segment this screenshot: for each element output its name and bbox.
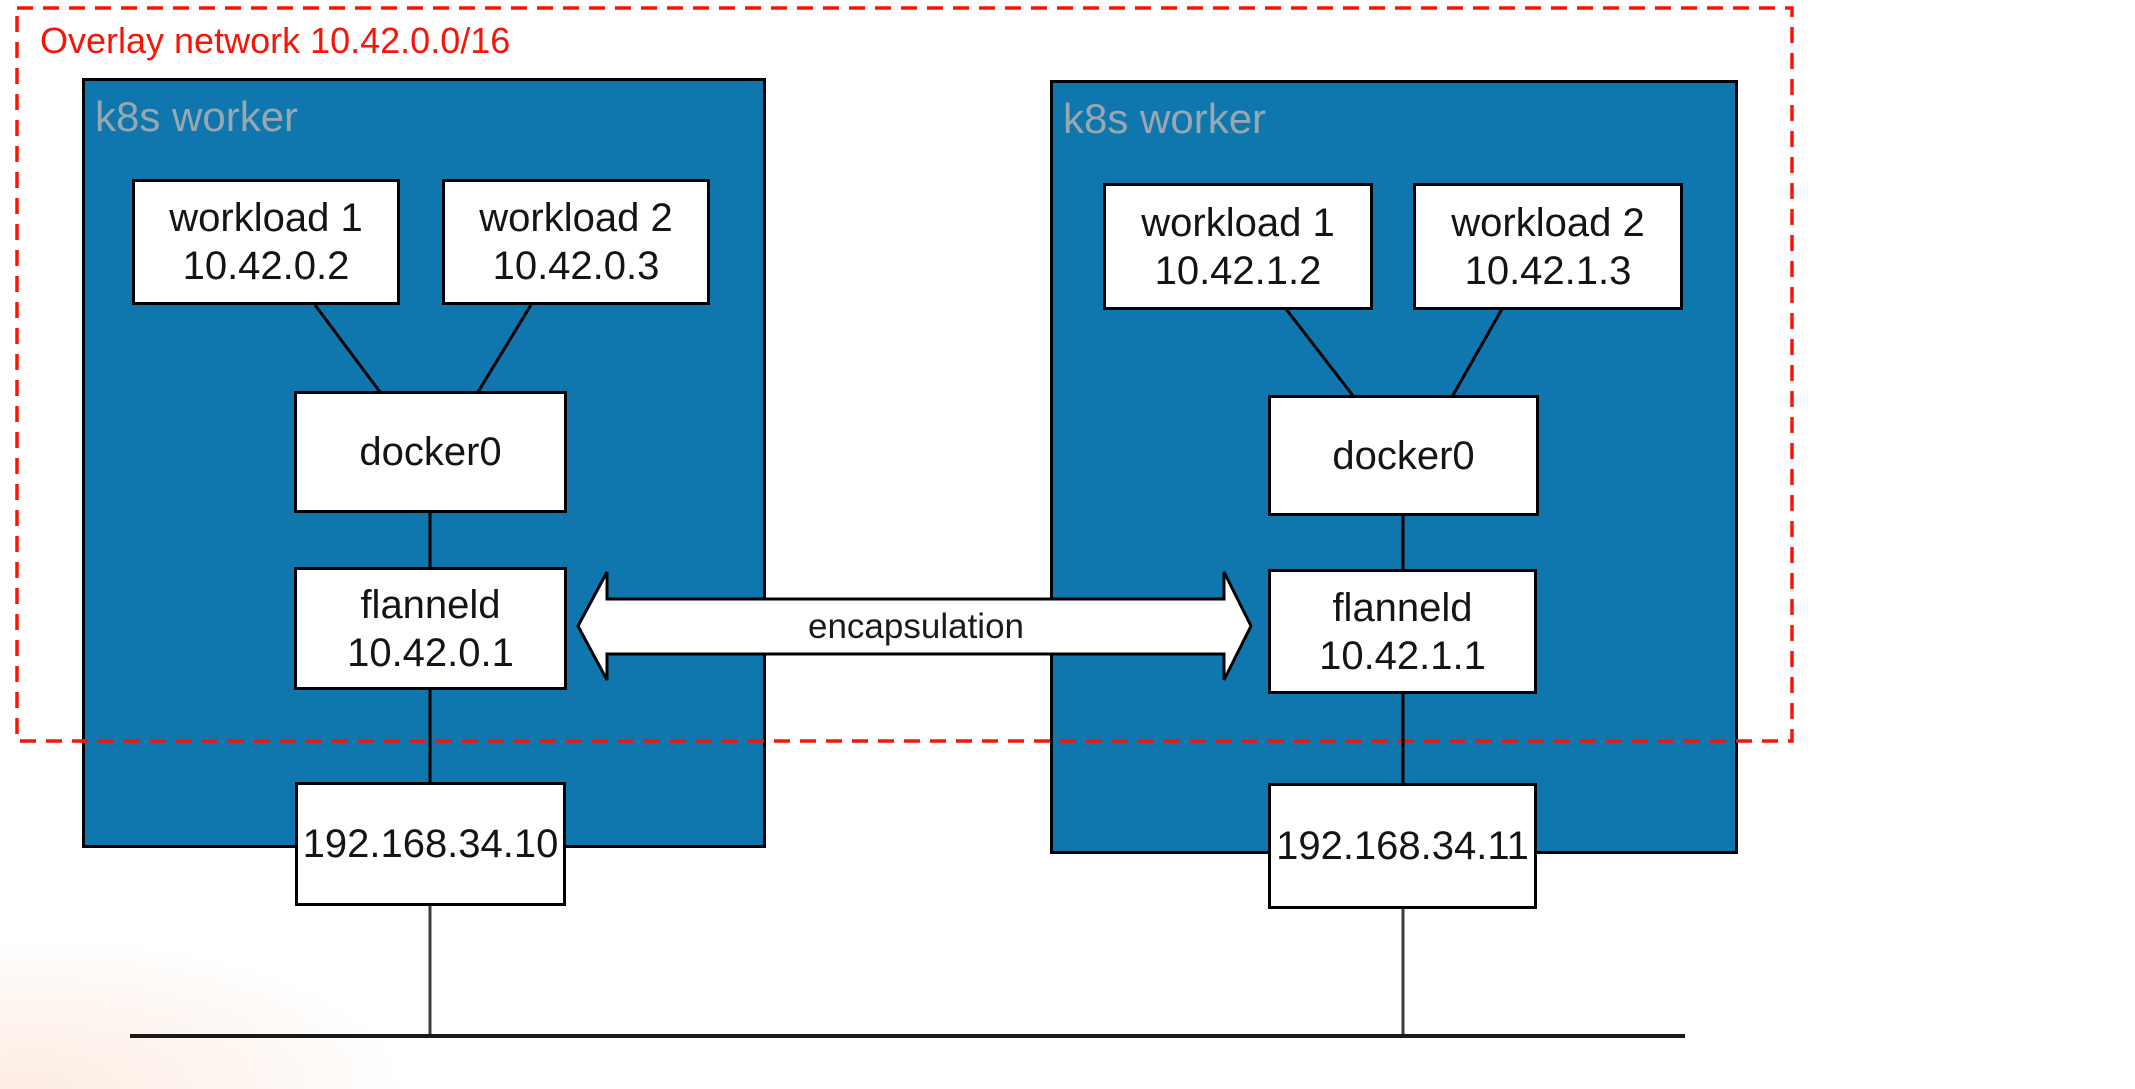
node-name: workload 1	[1141, 200, 1335, 245]
node-ip: 192.168.34.10	[302, 822, 559, 866]
node-ip: 10.42.1.1	[1319, 633, 1486, 678]
node-name: workload 2	[479, 196, 673, 240]
node-name: workload 1	[169, 196, 363, 240]
worker-label: k8s worker	[1063, 95, 1267, 142]
flanneld-box-left: flanneld 10.42.0.1	[294, 567, 567, 690]
node-ip: 10.42.1.3	[1464, 248, 1632, 293]
node-ip: 10.42.1.2	[1154, 248, 1322, 293]
node-name: flanneld	[360, 582, 501, 627]
workload-1-box-right: workload 1 10.42.1.2	[1103, 183, 1373, 310]
node-name: workload 2	[1451, 200, 1645, 245]
node-ip: 10.42.0.3	[492, 244, 660, 288]
node-name: docker0	[1332, 433, 1475, 478]
node-ip: 10.42.0.1	[347, 630, 514, 675]
node-ip: 192.168.34.11	[1276, 824, 1529, 868]
flanneld-box-right: flanneld 10.42.1.1	[1268, 569, 1537, 694]
docker0-box-left: docker0	[294, 391, 567, 513]
encapsulation-label: encapsulation	[808, 606, 1024, 646]
node-ip: 10.42.0.2	[182, 244, 350, 288]
node-name: flanneld	[1332, 585, 1473, 630]
workload-2-box-left: workload 2 10.42.0.3	[442, 179, 710, 305]
host-ip-box-right: 192.168.34.11	[1268, 783, 1537, 909]
node-name: docker0	[359, 430, 502, 474]
host-ip-box-left: 192.168.34.10	[295, 782, 566, 906]
worker-label: k8s worker	[95, 93, 299, 140]
workload-2-box-right: workload 2 10.42.1.3	[1413, 183, 1683, 310]
workload-1-box-left: workload 1 10.42.0.2	[132, 179, 400, 305]
overlay-network-label: Overlay network 10.42.0.0/16	[40, 20, 511, 61]
docker0-box-right: docker0	[1268, 395, 1539, 516]
